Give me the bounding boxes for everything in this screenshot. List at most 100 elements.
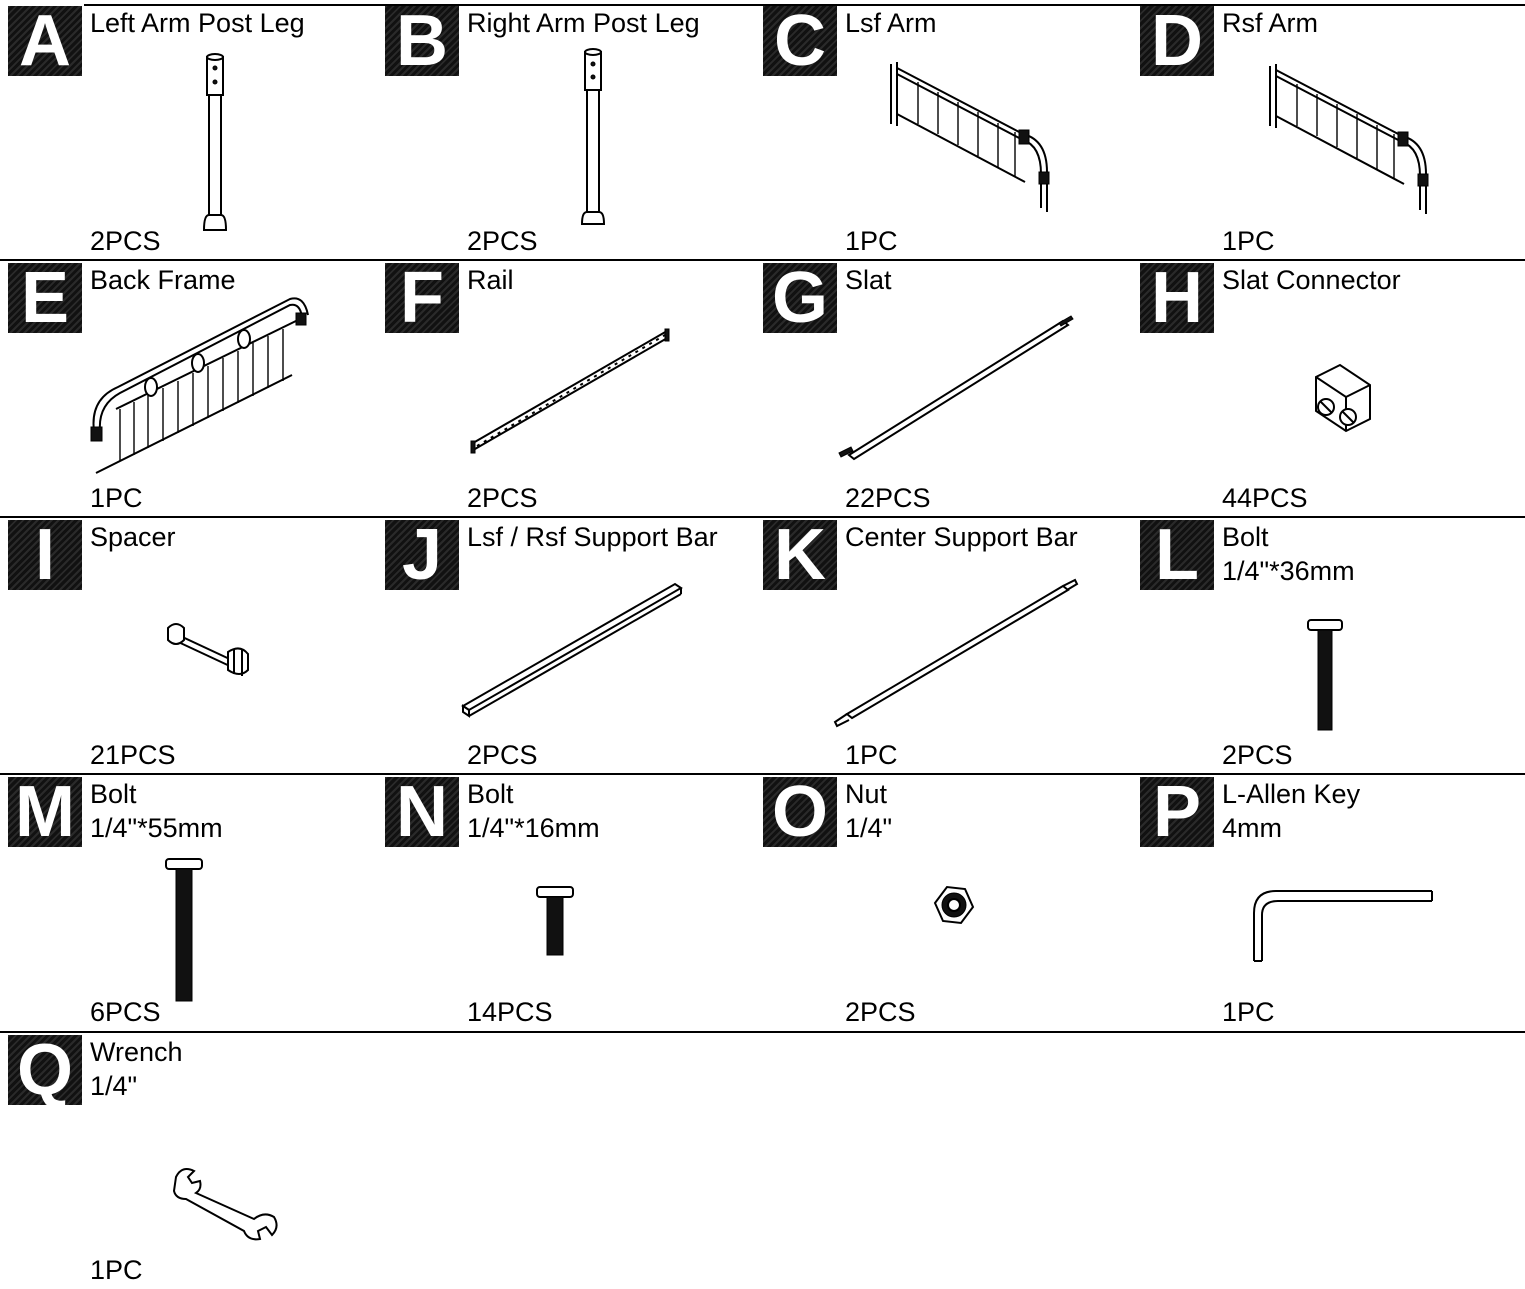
center-support-bar-icon (833, 578, 1079, 728)
part-quantity: 22PCS (845, 483, 931, 513)
part-name: Back Frame (90, 265, 236, 295)
part-letter-badge: A (8, 6, 82, 76)
part-cell-f: F Rail 2PCS (385, 259, 763, 517)
part-quantity: 1PC (90, 483, 143, 513)
part-letter-badge: P (1140, 777, 1214, 847)
part-letter: N (396, 777, 448, 847)
row-divider (84, 4, 1525, 6)
part-cell-a: A Left Arm Post Leg 2PCS (8, 2, 386, 260)
part-cell-p: P L-Allen Key 4mm 1PC (1140, 773, 1518, 1031)
part-name: Bolt (467, 779, 514, 809)
part-cell-d: D Rsf Arm 1PC (1140, 2, 1518, 260)
part-quantity: 2PCS (90, 226, 161, 256)
part-cell-j: J Lsf / Rsf Support Bar 2PCS (385, 516, 763, 774)
part-letter: J (401, 520, 443, 590)
part-name: Nut (845, 779, 888, 809)
part-letter-badge: M (8, 777, 82, 847)
part-quantity: 1PC (845, 226, 898, 256)
part-letter: K (774, 520, 826, 590)
part-letter: Q (16, 1035, 73, 1105)
part-quantity: 21PCS (90, 740, 176, 770)
part-letter-badge: B (385, 6, 459, 76)
long-bolt-icon (165, 858, 203, 1002)
part-quantity: 44PCS (1222, 483, 1308, 513)
allen-key-icon (1253, 890, 1433, 962)
part-quantity: 1PC (90, 1255, 143, 1285)
part-name: Slat Connector (1222, 265, 1401, 295)
part-cell-k: K Center Support Bar 1PC (763, 516, 1141, 774)
support-bar-icon (461, 582, 683, 718)
part-name: Lsf Arm (845, 8, 937, 38)
part-letter: L (1155, 520, 1199, 590)
part-quantity: 6PCS (90, 997, 161, 1027)
post-leg-icon (580, 48, 606, 225)
part-cell-n: N Bolt 1/4"*16mm 14PCS (385, 773, 763, 1031)
row-divider (0, 773, 1525, 775)
row-divider (0, 259, 1525, 261)
part-name: Left Arm Post Leg (90, 8, 305, 38)
part-quantity: 14PCS (467, 997, 553, 1027)
part-name: Right Arm Post Leg (467, 8, 700, 38)
part-quantity: 2PCS (467, 483, 538, 513)
part-letter-badge: L (1140, 520, 1214, 590)
part-quantity: 1PC (1222, 997, 1275, 1027)
part-letter: F (400, 263, 444, 333)
part-letter-badge: H (1140, 263, 1214, 333)
arm-frame-icon (890, 62, 1050, 212)
part-cell-q: Q Wrench 1/4" 1PC (8, 1031, 386, 1289)
part-name: Bolt (1222, 522, 1269, 552)
spacer-icon (167, 623, 249, 676)
part-cell-c: C Lsf Arm 1PC (763, 2, 1141, 260)
back-frame-icon (90, 297, 309, 474)
slat-connector-icon (1315, 363, 1371, 433)
part-name: Center Support Bar (845, 522, 1078, 552)
part-letter: D (1151, 6, 1203, 76)
part-letter-badge: J (385, 520, 459, 590)
part-letter: G (771, 263, 828, 333)
slat-icon (838, 315, 1074, 461)
part-letter-badge: E (8, 263, 82, 333)
part-letter-badge: G (763, 263, 837, 333)
row-divider (0, 516, 1525, 518)
part-quantity: 2PCS (845, 997, 916, 1027)
part-name: Slat (845, 265, 892, 295)
part-letter-badge: N (385, 777, 459, 847)
part-spec: 1/4"*55mm (90, 813, 223, 843)
part-letter: B (396, 6, 448, 76)
rail-icon (470, 328, 670, 454)
part-letter-badge: O (763, 777, 837, 847)
part-letter-badge: Q (8, 1035, 82, 1105)
wrench-icon (172, 1168, 278, 1241)
part-cell-e: E Back Frame 1PC (8, 259, 386, 517)
part-letter-badge: F (385, 263, 459, 333)
nut-icon (933, 885, 975, 925)
part-spec: 4mm (1222, 813, 1282, 843)
post-leg-icon (202, 53, 228, 231)
part-cell-h: H Slat Connector 44PCS (1140, 259, 1518, 517)
short-bolt-icon (536, 886, 574, 956)
part-quantity: 2PCS (467, 740, 538, 770)
part-cell-i: I Spacer 21PCS (8, 516, 386, 774)
part-quantity: 2PCS (467, 226, 538, 256)
part-cell-o: O Nut 1/4" 2PCS (763, 773, 1141, 1031)
part-letter: E (20, 263, 70, 333)
part-quantity: 1PC (845, 740, 898, 770)
part-spec: 1/4" (845, 813, 893, 843)
part-letter: A (19, 6, 71, 76)
part-spec: 1/4"*16mm (467, 813, 600, 843)
part-cell-g: G Slat 22PCS (763, 259, 1141, 517)
part-name: Rsf Arm (1222, 8, 1319, 38)
part-letter: P (1152, 777, 1202, 847)
bolt-icon (1307, 619, 1343, 731)
part-letter: O (771, 777, 828, 847)
part-letter: H (1151, 263, 1203, 333)
part-quantity: 1PC (1222, 226, 1275, 256)
part-spec: 1/4" (90, 1071, 138, 1101)
part-name: Rail (467, 265, 514, 295)
part-cell-m: M Bolt 1/4"*55mm 6PCS (8, 773, 386, 1031)
part-letter-badge: I (8, 520, 82, 590)
part-quantity: 2PCS (1222, 740, 1293, 770)
part-cell-l: L Bolt 1/4"*36mm 2PCS (1140, 516, 1518, 774)
part-name: Lsf / Rsf Support Bar (467, 522, 718, 552)
part-name: Spacer (90, 522, 176, 552)
